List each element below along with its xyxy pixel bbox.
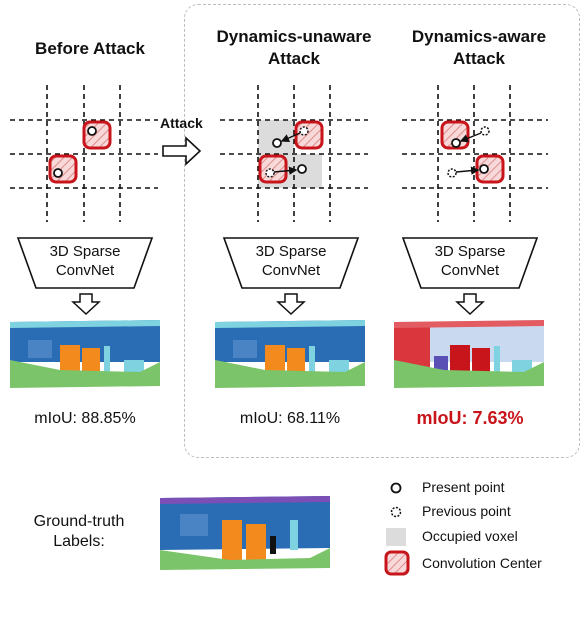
legend-convolution-center: Convolution Center <box>422 555 542 571</box>
miou-aware: mIoU: 7.63% <box>416 408 524 428</box>
previous-point <box>480 126 490 136</box>
ground-truth-label-line2: Labels: <box>53 533 105 550</box>
network-label-line1: 3D Sparse <box>434 243 506 260</box>
present-point <box>451 138 461 148</box>
present-point <box>272 138 282 148</box>
title-dynamics-aware-line1: Dynamics-aware <box>411 27 547 46</box>
title-dynamics-aware-line2: Attack <box>453 49 505 68</box>
present-point-legend-icon <box>390 482 402 494</box>
segmentation-result-unaware <box>215 320 365 388</box>
network-label-line1: 3D Sparse <box>49 243 121 260</box>
voxel-grid-before <box>10 85 158 222</box>
network-block-before <box>16 237 154 289</box>
occupied-voxel-legend-icon <box>386 528 406 546</box>
down-arrow-icon <box>71 293 101 316</box>
title-dynamics-unaware: Dynamics-unaware Attack <box>196 26 392 70</box>
attack-arrow <box>162 136 202 166</box>
ground-truth-label-line1: Ground-truth <box>33 513 125 530</box>
present-point <box>297 164 307 174</box>
previous-point <box>265 168 275 178</box>
network-label-aware: 3D Sparse ConvNet <box>421 242 519 280</box>
convolution-center-legend-icon <box>384 550 410 576</box>
convolution-center-unaware-2 <box>258 154 288 184</box>
network-block-unaware <box>222 237 360 289</box>
attack-panel-frame <box>184 4 580 458</box>
network-label-before: 3D Sparse ConvNet <box>36 242 134 280</box>
present-point <box>479 164 489 174</box>
occupied-voxel <box>258 120 294 154</box>
convolution-center-unaware-1 <box>294 120 324 150</box>
segmentation-result-before <box>10 320 160 388</box>
previous-point <box>299 126 309 136</box>
previous-point <box>447 168 457 178</box>
convolution-center-before-1 <box>82 120 112 150</box>
title-dynamics-aware: Dynamics-aware Attack <box>386 26 572 70</box>
down-arrow-icon <box>276 293 306 316</box>
network-label-line2: ConvNet <box>55 262 115 279</box>
ground-truth-label: Ground-truth Labels: <box>14 512 144 552</box>
network-label-line1: 3D Sparse <box>255 243 327 260</box>
previous-point-legend-icon <box>390 506 402 518</box>
voxel-grid-aware <box>402 85 548 222</box>
network-block-aware <box>401 237 539 289</box>
legend-present-point: Present point <box>422 479 505 495</box>
voxel-grid-unaware <box>220 85 368 222</box>
present-point <box>53 168 63 178</box>
miou-unaware: mIoU: 68.11% <box>239 410 341 427</box>
network-label-line2: ConvNet <box>440 262 500 279</box>
displacement-arrow <box>280 132 301 142</box>
displacement-arrow <box>459 132 482 143</box>
title-dynamics-unaware-line1: Dynamics-unaware <box>216 27 372 46</box>
displacement-arrow <box>273 166 298 175</box>
convolution-center-before-2 <box>48 154 78 184</box>
displacement-arrow <box>455 166 480 175</box>
network-label-unaware: 3D Sparse ConvNet <box>242 242 340 280</box>
down-arrow-icon <box>455 293 485 316</box>
legend-previous-point: Previous point <box>422 503 511 519</box>
legend-occupied-voxel: Occupied voxel <box>422 528 518 544</box>
title-before-attack: Before Attack <box>35 39 145 58</box>
title-dynamics-unaware-line2: Attack <box>268 49 320 68</box>
segmentation-result-aware <box>394 320 544 388</box>
attack-arrow-label: Attack <box>160 115 203 131</box>
ground-truth-result <box>160 496 330 570</box>
network-label-line2: ConvNet <box>261 262 321 279</box>
miou-before: mIoU: 88.85% <box>34 410 136 427</box>
present-point <box>87 126 97 136</box>
